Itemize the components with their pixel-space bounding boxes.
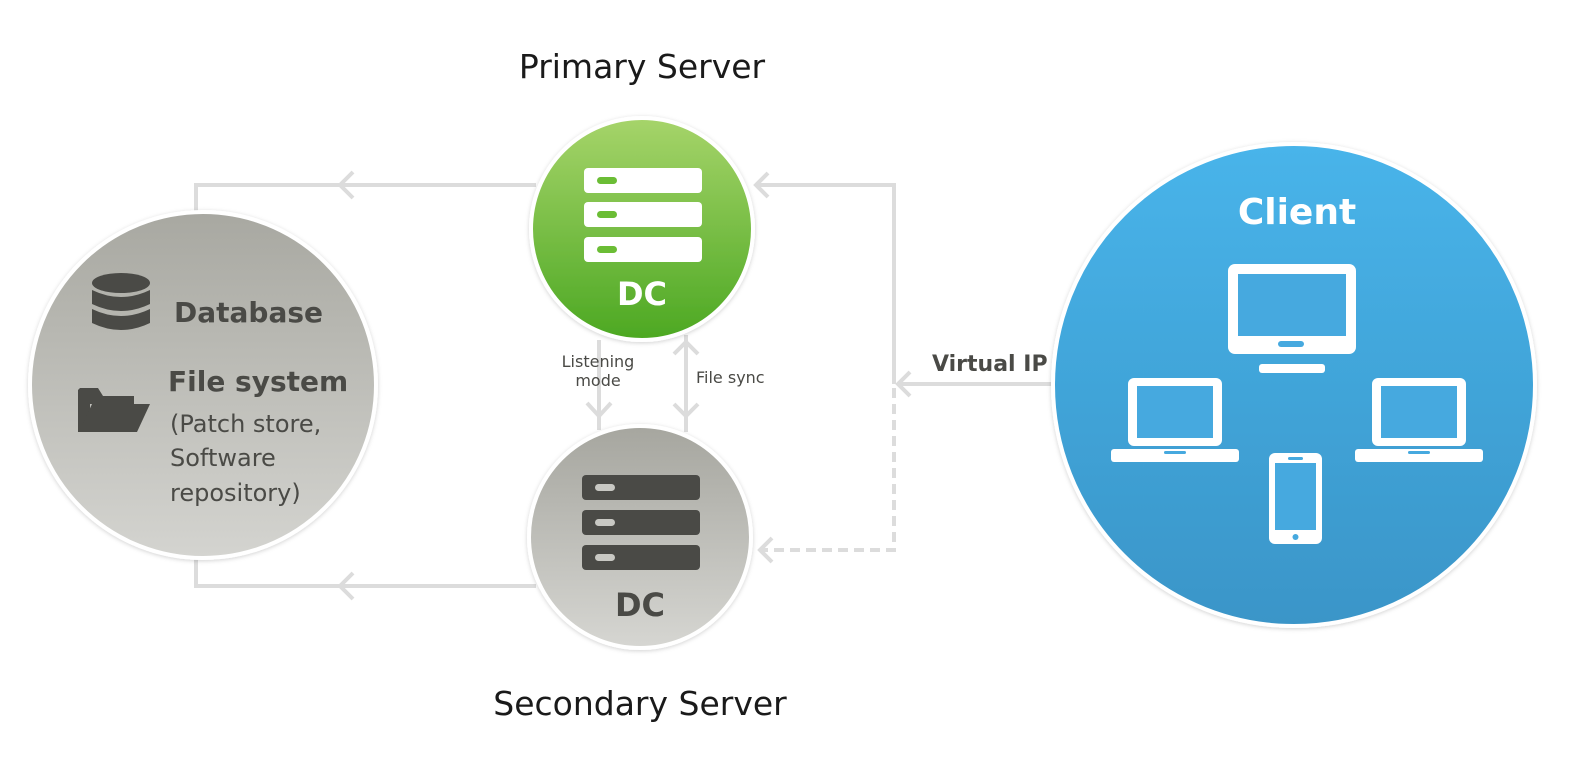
primary-server-node: DC [529,116,755,342]
database-icon [92,273,150,330]
primary-server-rack-icon [584,168,702,262]
virtual-ip-to-primary-arrow [753,171,770,199]
file-system-detail-line-2: Software [170,444,276,472]
virtual-ip-to-primary-line [758,183,896,384]
secondary-server-rack-icon [582,475,700,570]
secondary-to-storage-arrow [337,571,355,601]
file-system-detail-line-3: repository) [170,479,301,507]
file-sync-arrow-up [672,339,700,356]
listening-mode-label-line-1: Listening [562,352,635,371]
client-node: Client [1051,142,1537,628]
connectors [194,170,1054,601]
secondary-to-storage-line [194,556,536,588]
laptop-right-icon [1355,378,1483,462]
file-system-detail-line-1: (Patch store, [170,410,321,438]
file-sync-arrow-down [672,402,700,419]
primary-to-storage-arrow [337,170,355,200]
desktop-monitor-icon [1228,264,1356,373]
file-system-label: File system [168,365,348,398]
primary-to-storage-line [194,183,536,215]
listening-arrow [585,401,613,419]
virtual-ip-arrow [895,370,912,398]
secondary-dc-label: DC [615,586,665,624]
client-label: Client [1238,192,1356,233]
secondary-server-node: DC [527,424,753,650]
file-sync-label: File sync [696,368,765,387]
virtual-ip-label: Virtual IP [932,352,1048,377]
storage-node: Database File system (Patch store, Softw… [28,210,378,560]
primary-dc-label: DC [617,275,667,313]
virtual-ip-to-secondary-arrow [757,536,774,564]
database-label: Database [174,296,323,329]
smartphone-icon [1269,453,1322,544]
client-circle [1051,142,1537,628]
folder-icon [78,388,150,432]
secondary-server-heading: Secondary Server [493,684,787,723]
virtual-ip-to-secondary-dashed [762,388,896,552]
laptop-left-icon [1111,378,1239,462]
listening-mode-label-line-2: mode [575,371,620,390]
primary-server-heading: Primary Server [519,47,766,86]
